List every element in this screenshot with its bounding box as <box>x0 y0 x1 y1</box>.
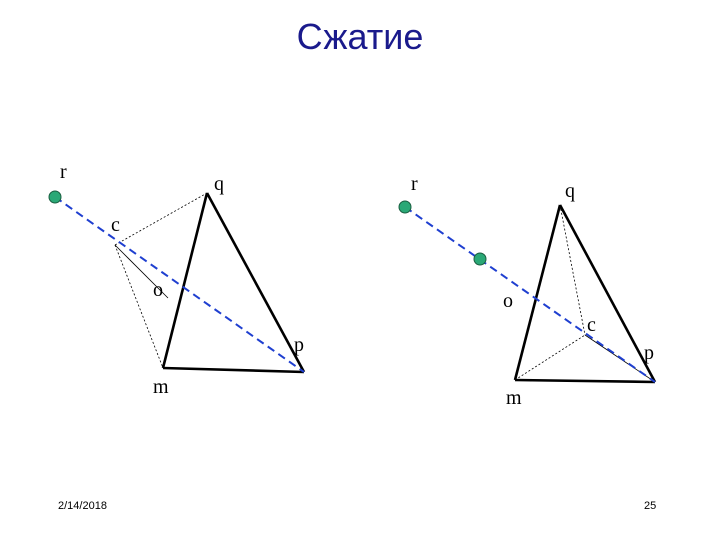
right-label-m: m <box>506 387 522 409</box>
right-label-c: c <box>587 314 596 336</box>
right-edge-m-p <box>514 378 656 384</box>
left-line-c-q <box>114 192 208 246</box>
right-line-q-c <box>559 204 586 336</box>
right-label-p: p <box>644 342 654 364</box>
left-point-r <box>48 190 62 204</box>
left-edge-q-m <box>161 192 209 369</box>
slide-title: Сжатие <box>296 16 424 57</box>
slide-date: 2/14/2018 <box>58 500 107 512</box>
left-label-o: o <box>153 279 163 301</box>
right-dashed-line <box>404 206 656 383</box>
left-label-p: p <box>294 334 304 356</box>
right-line-m-c <box>514 334 586 381</box>
right-point-c-proj <box>473 252 487 266</box>
left-dashed-line <box>54 196 305 373</box>
left-label-m: m <box>153 376 169 398</box>
left-line-c-m <box>114 244 164 369</box>
right-label-q: q <box>565 180 575 202</box>
left-label-r: r <box>60 161 67 183</box>
right-label-r: r <box>411 173 418 195</box>
right-edge-q-p <box>558 204 657 383</box>
left-line-c-o <box>114 244 169 299</box>
left-label-q: q <box>214 173 224 195</box>
left-edge-q-p <box>205 192 306 373</box>
slide-page-number: 25 <box>644 500 657 512</box>
left-figure: r q c o p m <box>48 161 306 398</box>
right-label-o: o <box>503 290 513 312</box>
right-figure: r q o c p m <box>398 173 657 409</box>
left-edge-m-p <box>162 366 305 374</box>
right-point-r <box>398 200 412 214</box>
left-label-c: c <box>111 214 120 236</box>
right-edge-q-m <box>513 204 562 381</box>
